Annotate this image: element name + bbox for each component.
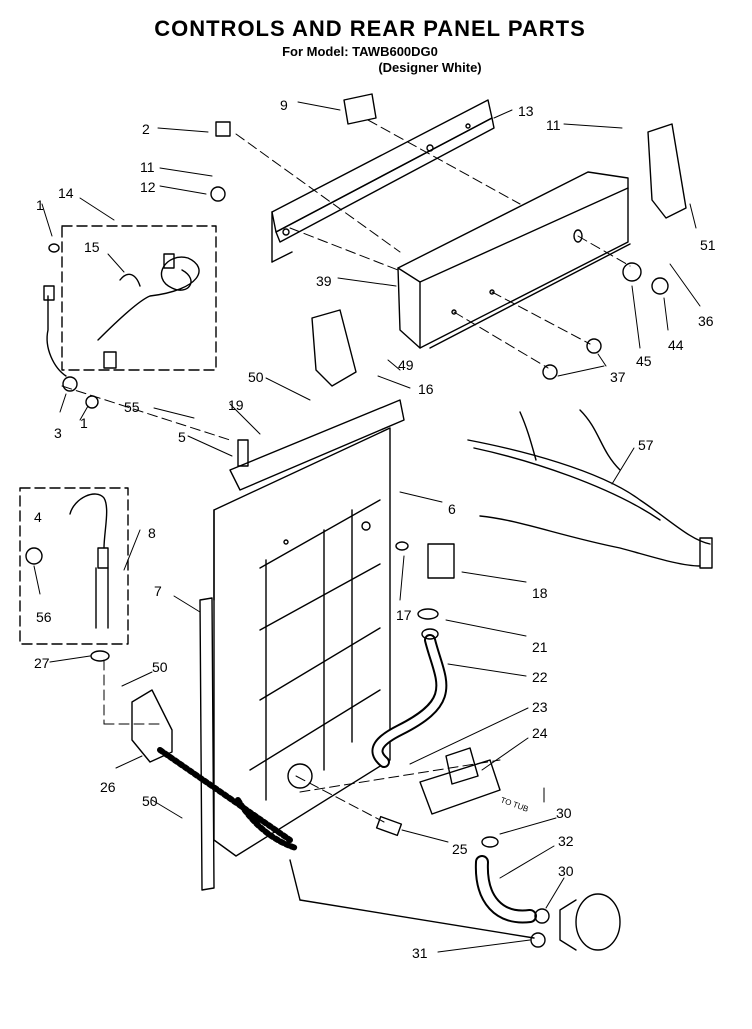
callout-37: 37 bbox=[610, 369, 626, 385]
callout-7: 7 bbox=[154, 583, 162, 599]
callout-22: 22 bbox=[532, 669, 548, 685]
callout-17: 17 bbox=[396, 607, 412, 623]
callout-16: 16 bbox=[418, 381, 434, 397]
rear-panel bbox=[213, 399, 405, 857]
callout-55: 55 bbox=[124, 399, 140, 415]
callout-21: 21 bbox=[532, 639, 548, 655]
model-line: For Model: TAWB600DG0 bbox=[282, 44, 438, 59]
callout-23: 23 bbox=[532, 699, 548, 715]
callout-57: 57 bbox=[638, 437, 654, 453]
callout-1: 1 bbox=[80, 415, 88, 431]
callout-19: 19 bbox=[228, 397, 244, 413]
callout-50: 50 bbox=[152, 659, 168, 675]
callout-1: 1 bbox=[36, 197, 44, 213]
callout-45: 45 bbox=[636, 353, 652, 369]
callout-27: 27 bbox=[34, 655, 50, 671]
callout-numbers: 1123456789111112131415161718192122232425… bbox=[34, 97, 716, 961]
callout-14: 14 bbox=[58, 185, 74, 201]
console-housing bbox=[397, 171, 631, 349]
callout-11: 11 bbox=[546, 117, 561, 133]
callout-24: 24 bbox=[532, 725, 548, 741]
callout-39: 39 bbox=[316, 273, 332, 289]
callout-25: 25 bbox=[452, 841, 468, 857]
callout-44: 44 bbox=[668, 337, 684, 353]
to-tub-tag: TO TUB bbox=[499, 795, 529, 813]
callout-9: 9 bbox=[280, 97, 288, 113]
callout-6: 6 bbox=[448, 501, 456, 517]
callout-36: 36 bbox=[698, 313, 714, 329]
callout-15: 15 bbox=[84, 239, 100, 255]
page-title: CONTROLS AND REAR PANEL PARTS bbox=[154, 16, 586, 41]
callout-56: 56 bbox=[36, 609, 52, 625]
callout-49: 49 bbox=[398, 357, 414, 373]
power-cord bbox=[97, 253, 200, 369]
callout-12: 12 bbox=[140, 179, 156, 195]
callout-30: 30 bbox=[558, 863, 574, 879]
callout-50: 50 bbox=[248, 369, 264, 385]
callout-2: 2 bbox=[142, 121, 150, 137]
callout-30: 30 bbox=[556, 805, 572, 821]
callout-13: 13 bbox=[518, 103, 534, 119]
callout-4: 4 bbox=[34, 509, 42, 525]
callout-51: 51 bbox=[700, 237, 716, 253]
control-panel-bracket bbox=[271, 99, 495, 263]
callout-3: 3 bbox=[54, 425, 62, 441]
callout-8: 8 bbox=[148, 525, 156, 541]
callout-5: 5 bbox=[178, 429, 186, 445]
callout-32: 32 bbox=[558, 833, 574, 849]
callout-26: 26 bbox=[100, 779, 116, 795]
callout-18: 18 bbox=[532, 585, 548, 601]
callout-31: 31 bbox=[412, 945, 428, 961]
callout-50: 50 bbox=[142, 793, 158, 809]
color-line: (Designer White) bbox=[378, 60, 482, 75]
callout-11: 11 bbox=[140, 159, 155, 175]
